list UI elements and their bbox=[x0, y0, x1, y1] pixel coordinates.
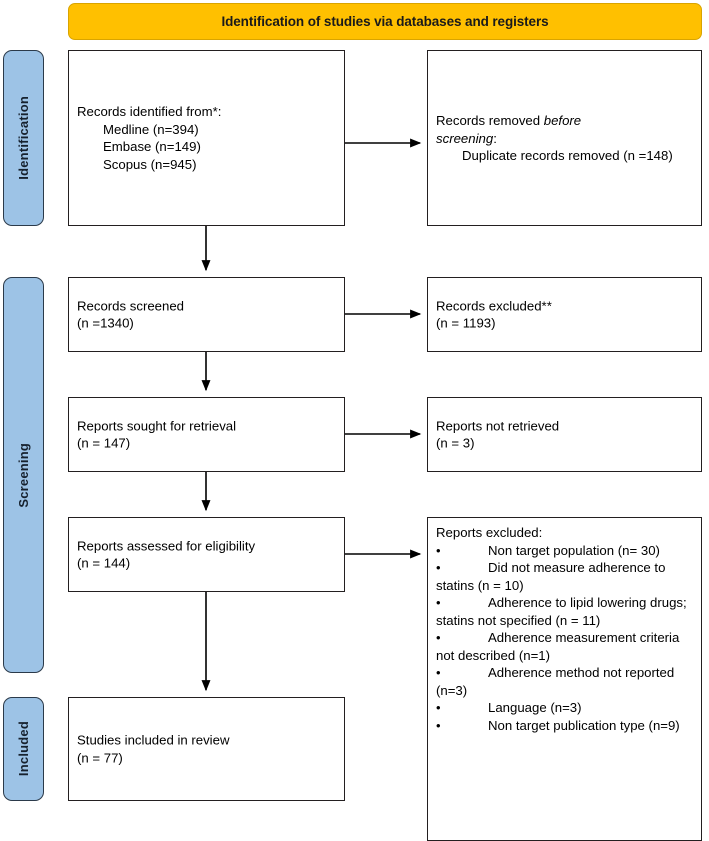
box-records-screened: Records screened (n =1340) bbox=[68, 277, 345, 352]
box-records-excluded: Records excluded** (n = 1193) bbox=[427, 277, 702, 352]
box-reports-not-retrieved: Reports not retrieved (n = 3) bbox=[427, 397, 702, 472]
records-identified-item-embase: Embase (n=149) bbox=[103, 139, 201, 154]
bullet-icon bbox=[436, 594, 488, 612]
box-records-identified: Records identified from*: Medline (n=394… bbox=[68, 50, 345, 226]
records-screened-label: Records screened bbox=[77, 298, 185, 313]
reports-excluded-heading: Reports excluded: bbox=[436, 525, 543, 540]
phase-bar-screening: Screening bbox=[3, 277, 44, 673]
studies-included-label: Studies included in review bbox=[77, 732, 230, 748]
list-item: Non target population (n= 30) bbox=[436, 542, 696, 560]
list-item: Language (n=3) bbox=[436, 699, 696, 717]
phase-bar-included: Included bbox=[3, 697, 44, 801]
bullet-icon bbox=[436, 699, 488, 717]
box-studies-included-in-review: Studies included in review (n = 77) bbox=[68, 697, 345, 801]
diagram-header-banner: Identification of studies via databases … bbox=[68, 3, 702, 40]
records-identified-item-medline: Medline (n=394) bbox=[103, 121, 199, 137]
reports-sought-count: (n = 147) bbox=[77, 435, 131, 451]
reports-sought-label: Reports sought for retrieval bbox=[77, 418, 237, 433]
bullet-icon bbox=[436, 542, 488, 560]
list-item: Non target publication type (n=9) bbox=[436, 717, 696, 735]
phase-bar-identification: Identification bbox=[3, 50, 44, 226]
box-reports-sought-for-retrieval: Reports sought for retrieval (n = 147) bbox=[68, 397, 345, 472]
records-removed-heading: Records removed before bbox=[436, 112, 582, 128]
bullet-icon bbox=[436, 664, 488, 682]
reports-assessed-count: (n = 144) bbox=[77, 555, 131, 571]
bullet-icon bbox=[436, 559, 488, 577]
records-identified-item-scopus: Scopus (n=945) bbox=[103, 156, 197, 172]
phase-label-identification: Identification bbox=[16, 96, 31, 180]
records-excluded-label: Records excluded** bbox=[436, 298, 552, 313]
list-item: Adherence to lipid lowering drugs; stati… bbox=[436, 594, 696, 629]
list-item: Did not measure adherence to statins (n … bbox=[436, 559, 696, 594]
reports-not-retrieved-label: Reports not retrieved bbox=[436, 418, 560, 433]
box-records-removed-before-screening: Records removed before screening: Duplic… bbox=[427, 50, 702, 226]
records-screened-count: (n =1340) bbox=[77, 315, 134, 331]
records-excluded-count: (n = 1193) bbox=[436, 315, 496, 331]
records-removed-item-duplicates: Duplicate records removed (n =148) bbox=[462, 147, 673, 163]
reports-excluded-reason-list: Non target population (n= 30) Did not me… bbox=[436, 542, 696, 735]
bullet-icon bbox=[436, 629, 488, 647]
phase-label-included: Included bbox=[16, 721, 31, 777]
records-identified-heading: Records identified from*: bbox=[77, 104, 222, 119]
list-item: Adherence method not reported (n=3) bbox=[436, 664, 696, 699]
phase-label-screening: Screening bbox=[16, 442, 31, 508]
list-item: Adherence measurement criteria not descr… bbox=[436, 629, 696, 664]
reports-not-retrieved-count: (n = 3) bbox=[436, 435, 475, 451]
page-title: Identification of studies via databases … bbox=[221, 14, 549, 29]
box-reports-excluded: Reports excluded: Non target population … bbox=[427, 517, 702, 841]
records-removed-heading-2: screening: bbox=[436, 130, 497, 146]
reports-assessed-label: Reports assessed for eligibility bbox=[77, 538, 256, 553]
bullet-icon bbox=[436, 717, 488, 735]
studies-included-count: (n = 77) bbox=[77, 750, 123, 765]
box-reports-assessed-for-eligibility: Reports assessed for eligibility (n = 14… bbox=[68, 517, 345, 592]
